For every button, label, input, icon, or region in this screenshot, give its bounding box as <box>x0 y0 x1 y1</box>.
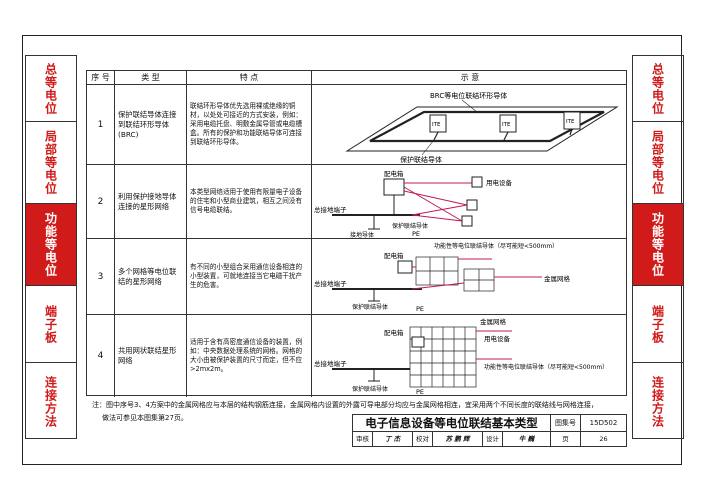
brc-leader <box>461 99 478 113</box>
designer-signature: 牛 巍 <box>503 432 551 446</box>
table-row: 1 保护联结导体连接到联结环形导体(BRC) 联结环形导体优先选用裸或绝缘的铜材… <box>87 85 626 165</box>
svg-text:ITE: ITE <box>432 122 441 128</box>
diagram-multi-mesh: 功能性等电位联结导体（尽可能短<500mm） 配电箱 金属网格 总接地端子 <box>312 239 628 314</box>
row-feature: 适用于含有高密度通信设备的装置，例如：中央数据处理系统的网格。网格的大小由被保护… <box>187 315 312 397</box>
brc-ring-conductor <box>369 110 605 143</box>
header-feature: 特 点 <box>187 71 312 84</box>
brc-label: BRC等电位联结环形导体 <box>430 91 507 100</box>
equipment-label: 用电设备 <box>486 178 513 187</box>
floor-plane <box>345 106 619 152</box>
metal-mesh-grid <box>409 326 477 388</box>
pe-leader <box>421 139 435 156</box>
distribution-box <box>411 336 425 348</box>
side-nav-right-item-terminal[interactable]: 端子板 <box>633 286 683 363</box>
equipment-box <box>466 199 478 211</box>
distribution-box-label: 配电箱 <box>384 328 404 337</box>
design-label: 设计 <box>483 432 503 446</box>
ite-box-3: ITE <box>563 111 581 136</box>
row-number: 3 <box>87 239 115 314</box>
header-no: 序 号 <box>87 71 115 84</box>
functional-conductor-label: 功能性等电位联结导体（尽可能短<500mm） <box>434 242 558 250</box>
check-label: 校对 <box>413 432 433 446</box>
metal-mesh-grid-2 <box>463 268 495 292</box>
row-type: 利用保护接地导体连接的星形网络 <box>115 165 187 238</box>
checker-signature: 苏 鹏 辉 <box>433 432 483 446</box>
footnote: 注：图中序号3、4方案中的金属网格应与本层的结构钢筋连接，金属网格内设置的外露可… <box>92 399 627 425</box>
atlas-label: 图集号 <box>551 415 581 431</box>
metal-mesh-grid-1 <box>415 256 459 286</box>
row-number: 2 <box>87 165 115 238</box>
footnote-line-1: 注：图中序号3、4方案中的金属网格应与本层的结构钢筋连接，金属网格内设置的外露可… <box>92 401 598 409</box>
row-number: 1 <box>87 85 115 164</box>
main-terminal-label: 总接地端子 <box>314 359 347 368</box>
side-nav-left-item-local[interactable]: 局部等电位 <box>26 122 76 204</box>
distribution-box-label: 配电箱 <box>384 169 404 178</box>
svg-text:ITE: ITE <box>566 119 575 125</box>
pe-label: PE <box>416 305 424 313</box>
row-number: 4 <box>87 315 115 397</box>
equipment-box <box>471 176 483 188</box>
main-terminal-label: 总接地端子 <box>314 205 347 214</box>
table-row: 3 多个网格等电位联结的星形网络 有不同的小型组合采用通信设备相连的小型装置，可… <box>87 239 626 315</box>
side-nav-right-item-total[interactable]: 总等电位 <box>633 56 683 122</box>
side-nav-left-item-connection[interactable]: 连接方法 <box>43 375 58 428</box>
reviewer-signature: 丁 杰 <box>373 432 413 446</box>
side-nav-right-item-connection[interactable]: 连接方法 <box>650 375 665 428</box>
side-nav-left-item-terminal[interactable]: 端子板 <box>26 286 76 363</box>
row-type: 多个网格等电位联结的星形网络 <box>115 239 187 314</box>
main-terminal-label: 总接地端子 <box>314 279 347 288</box>
distribution-box <box>383 178 405 196</box>
pe-label: PE <box>416 388 424 396</box>
title-block: 电子信息设备等电位联结基本类型 图集号 15D502 审核 丁 杰 校对 苏 鹏… <box>352 414 627 447</box>
bonding-types-table: 序 号 类 型 特 点 示 意 1 保护联结导体连接到联结环形导体(BRC) 联… <box>86 70 627 397</box>
side-nav-left-item-functional[interactable]: 功能等电位 <box>26 204 76 286</box>
page-label: 页 <box>551 432 581 446</box>
ite-box-2: ITE <box>499 114 517 141</box>
page-number: 26 <box>599 435 608 443</box>
row-type: 共用网状联结星形网络 <box>115 315 187 397</box>
side-nav-right-item-functional[interactable]: 功能等电位 <box>633 204 683 286</box>
table-row: 2 利用保护接地导体连接的星形网络 本类型网络适用于使用有限量电子设备的住宅和小… <box>87 165 626 239</box>
equipment-label: 用电设备 <box>484 334 511 343</box>
diagram-brc: BRC等电位联结环形导体 ITE ITE ITE 保护联结导体 <box>312 85 628 164</box>
row-feature: 有不同的小型组合采用通信设备相连的小型装置，可就地连接当它电磁干扰产生的危害。 <box>187 239 312 314</box>
pe-conductor-label: 保护联结导体 <box>400 155 442 164</box>
side-nav-right: 总等电位 局部等电位 功能等电位 端子板 连接方法 <box>632 55 684 439</box>
footnote-line-2: 做法可参见本图集第27页。 <box>102 414 188 422</box>
side-nav-right-item-local[interactable]: 局部等电位 <box>633 122 683 204</box>
table-row: 4 共用网状联结星形网络 适用于含有高密度通信设备的装置，例如：中央数据处理系统… <box>87 315 626 397</box>
pe-conductor-label: 保护联结导体 <box>352 385 388 393</box>
brc-diagram-svg: BRC等电位联结环形导体 ITE ITE ITE 保护联结导体 <box>345 91 619 164</box>
functional-conductor-label: 功能性等电位联结导体（尽可能短<500mm） <box>484 363 608 371</box>
row-type: 保护联结导体连接到联结环形导体(BRC) <box>115 85 187 164</box>
pe-conductor-label: 保护联结导体 <box>392 222 428 230</box>
header-diagram: 示 意 <box>460 73 480 82</box>
diagram-mesh: 金属网格 配电箱 用电设备 功能性等电位联结导体（尽可能短<500mm） 总接地… <box>312 315 628 397</box>
header-type: 类 型 <box>115 71 187 84</box>
side-nav-left-item-total[interactable]: 总等电位 <box>26 56 76 122</box>
table-header: 序 号 类 型 特 点 示 意 <box>87 71 626 85</box>
ground-conductor-label: 接地导体 <box>350 231 374 239</box>
side-nav-left: 总等电位 局部等电位 功能等电位 端子板 连接方法 <box>25 55 77 439</box>
ite-box-1: ITE <box>429 114 447 141</box>
atlas-number: 15D502 <box>589 419 618 427</box>
metal-mesh-label: 金属网格 <box>480 317 507 326</box>
equipment-wire-3 <box>403 186 463 222</box>
equipment-box <box>461 215 473 227</box>
metal-mesh-label: 金属网格 <box>544 274 571 283</box>
distribution-box <box>397 260 413 274</box>
row-feature: 联结环形导体优先选用裸或绝缘的铜材，以处处可接近的方式安装，例如：采用电缆托盘、… <box>187 85 312 164</box>
pe-conductor-label: 保护联结导体 <box>352 303 388 311</box>
row-feature: 本类型网络适用于使用有限量电子设备的住宅和小型商业建筑，相互之间没有信号电缆联结… <box>187 165 312 238</box>
review-label: 审核 <box>353 432 373 446</box>
distribution-box-label: 配电箱 <box>384 251 404 260</box>
drawing-title: 电子信息设备等电位联结基本类型 <box>353 415 551 432</box>
pe-label: PE <box>412 230 420 238</box>
svg-text:ITE: ITE <box>502 122 511 128</box>
diagram-star: 配电箱 用电设备 总接地端子 保护联结导体 PE 接地导体 <box>312 165 628 239</box>
